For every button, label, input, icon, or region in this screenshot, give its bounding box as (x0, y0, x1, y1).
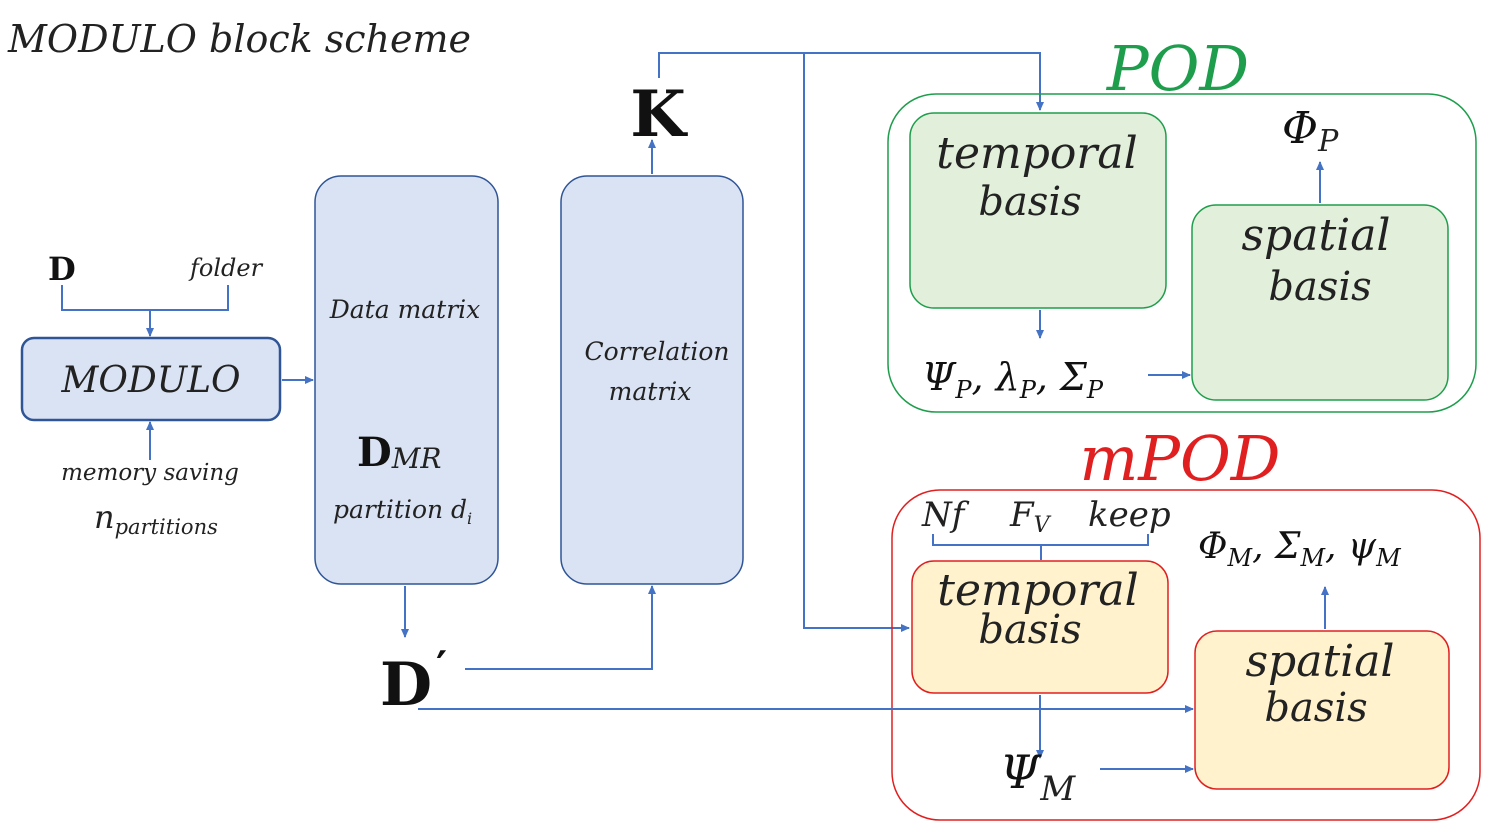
mpod-title: mPOD (1079, 422, 1280, 495)
data-matrix-block (314, 175, 499, 585)
pod-temporal-label: temporal (936, 128, 1137, 179)
pod-phi-symbol: ΦP (1282, 103, 1339, 159)
mpod-spatial-basis-block (1194, 630, 1450, 790)
d-mr-symbol: DMR (357, 429, 441, 476)
data-matrix-label: Data matrix (329, 295, 481, 324)
correlation-label: Correlation (585, 337, 730, 366)
matrix-label: matrix (609, 377, 692, 406)
k-to-mpod-temporal-connector (803, 53, 910, 632)
partition-label: partition di (333, 495, 472, 528)
pod-temporal-basis-block (909, 112, 1167, 309)
diagram-title: MODULO block scheme (7, 17, 471, 61)
mpod-outputs-label: ΦM, ΣM, ψM (1198, 526, 1402, 572)
mpod-basis-label: basis (978, 607, 1081, 653)
pod-outputs-label: ΨP, λP, ΣP (922, 355, 1104, 404)
nf-param: Nf (921, 495, 970, 535)
correlation-matrix-block (560, 175, 744, 585)
pod-title: POD (1106, 32, 1249, 105)
input-merge-connector (61, 285, 229, 311)
pod-spatial-label: spatial (1241, 210, 1390, 261)
memory-saving-label: memory saving (61, 460, 239, 486)
n-partitions-label: npartitions (94, 498, 218, 539)
mpod-temporal-label: temporal (937, 565, 1138, 616)
keep-param: keep (1088, 495, 1171, 535)
pod-spatial-basis-block (1191, 204, 1449, 401)
mpod-container (891, 489, 1481, 821)
mpod-temporal-basis-block (911, 560, 1169, 694)
k-to-pod-temporal-connector (658, 52, 1044, 111)
dprime-to-correlation-arrow (465, 585, 656, 670)
modulo-block-label: MODULO (61, 360, 241, 401)
mpod-psi-symbol: ΨM (1000, 745, 1076, 809)
pod-spatial-basis-label: basis (1268, 264, 1371, 310)
mpod-spatial-label: spatial (1245, 636, 1394, 687)
k-symbol: K (630, 77, 688, 152)
folder-label: folder (188, 254, 264, 282)
modulo-block (20, 336, 282, 422)
mpod-spatial-basis-label: basis (1264, 685, 1367, 731)
pod-basis-label: basis (978, 179, 1081, 225)
fv-param: FV (1009, 495, 1052, 538)
pod-container (887, 93, 1477, 413)
input-d-label: D (48, 250, 76, 288)
